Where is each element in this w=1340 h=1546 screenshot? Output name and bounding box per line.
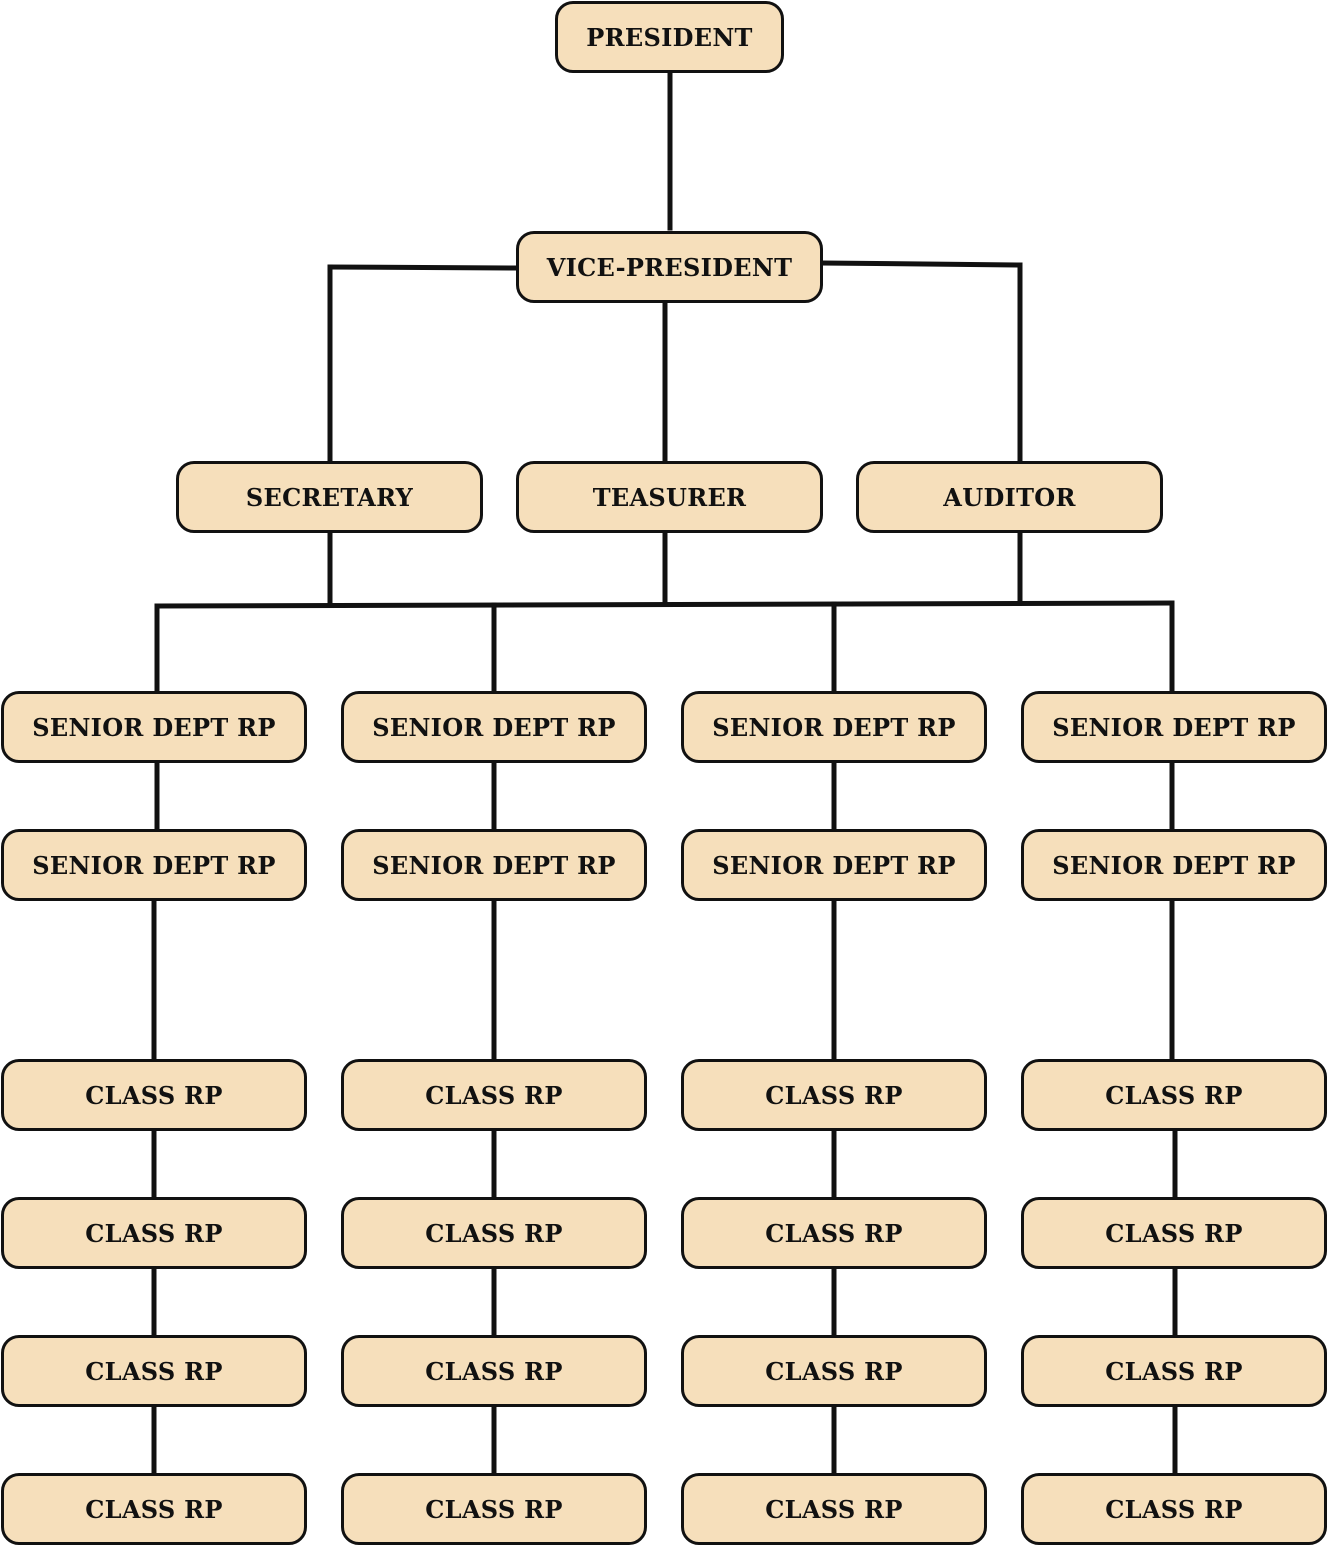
senior-dept-rp-box: SENIOR DEPT RP [341, 691, 647, 763]
class-rp-box: CLASS RP [1, 1197, 307, 1269]
auditor-box: AUDITOR [856, 461, 1163, 533]
class-rp-box: CLASS RP [341, 1197, 647, 1269]
class-rp-box: CLASS RP [341, 1059, 647, 1131]
class-rp-box: CLASS RP [1021, 1059, 1327, 1131]
senior-dept-rp-box: SENIOR DEPT RP [681, 829, 987, 901]
class-rp-box: CLASS RP [341, 1335, 647, 1407]
senior-dept-rp-box: SENIOR DEPT RP [341, 829, 647, 901]
class-rp-box: CLASS RP [681, 1197, 987, 1269]
class-rp-box: CLASS RP [341, 1473, 647, 1545]
senior-dept-rp-box: SENIOR DEPT RP [1021, 829, 1327, 901]
senior-dept-rp-box: SENIOR DEPT RP [1, 829, 307, 901]
senior-dept-rp-box: SENIOR DEPT RP [1021, 691, 1327, 763]
vice-president-box: VICE-PRESIDENT [516, 231, 823, 303]
senior-dept-rp-box: SENIOR DEPT RP [681, 691, 987, 763]
class-rp-box: CLASS RP [681, 1059, 987, 1131]
connector-bus [154, 600, 1175, 609]
class-rp-box: CLASS RP [1, 1473, 307, 1545]
class-rp-box: CLASS RP [1021, 1473, 1327, 1545]
class-rp-box: CLASS RP [1, 1335, 307, 1407]
class-rp-box: CLASS RP [1021, 1197, 1327, 1269]
connector-vp-right [819, 260, 1023, 268]
class-rp-box: CLASS RP [681, 1335, 987, 1407]
class-rp-box: CLASS RP [681, 1473, 987, 1545]
treasurer-box: TEASURER [516, 461, 823, 533]
connector-vp-left [327, 264, 519, 271]
president-box: PRESIDENT [555, 1, 784, 73]
senior-dept-rp-box: SENIOR DEPT RP [1, 691, 307, 763]
class-rp-box: CLASS RP [1, 1059, 307, 1131]
secretary-box: SECRETARY [176, 461, 483, 533]
class-rp-box: CLASS RP [1021, 1335, 1327, 1407]
